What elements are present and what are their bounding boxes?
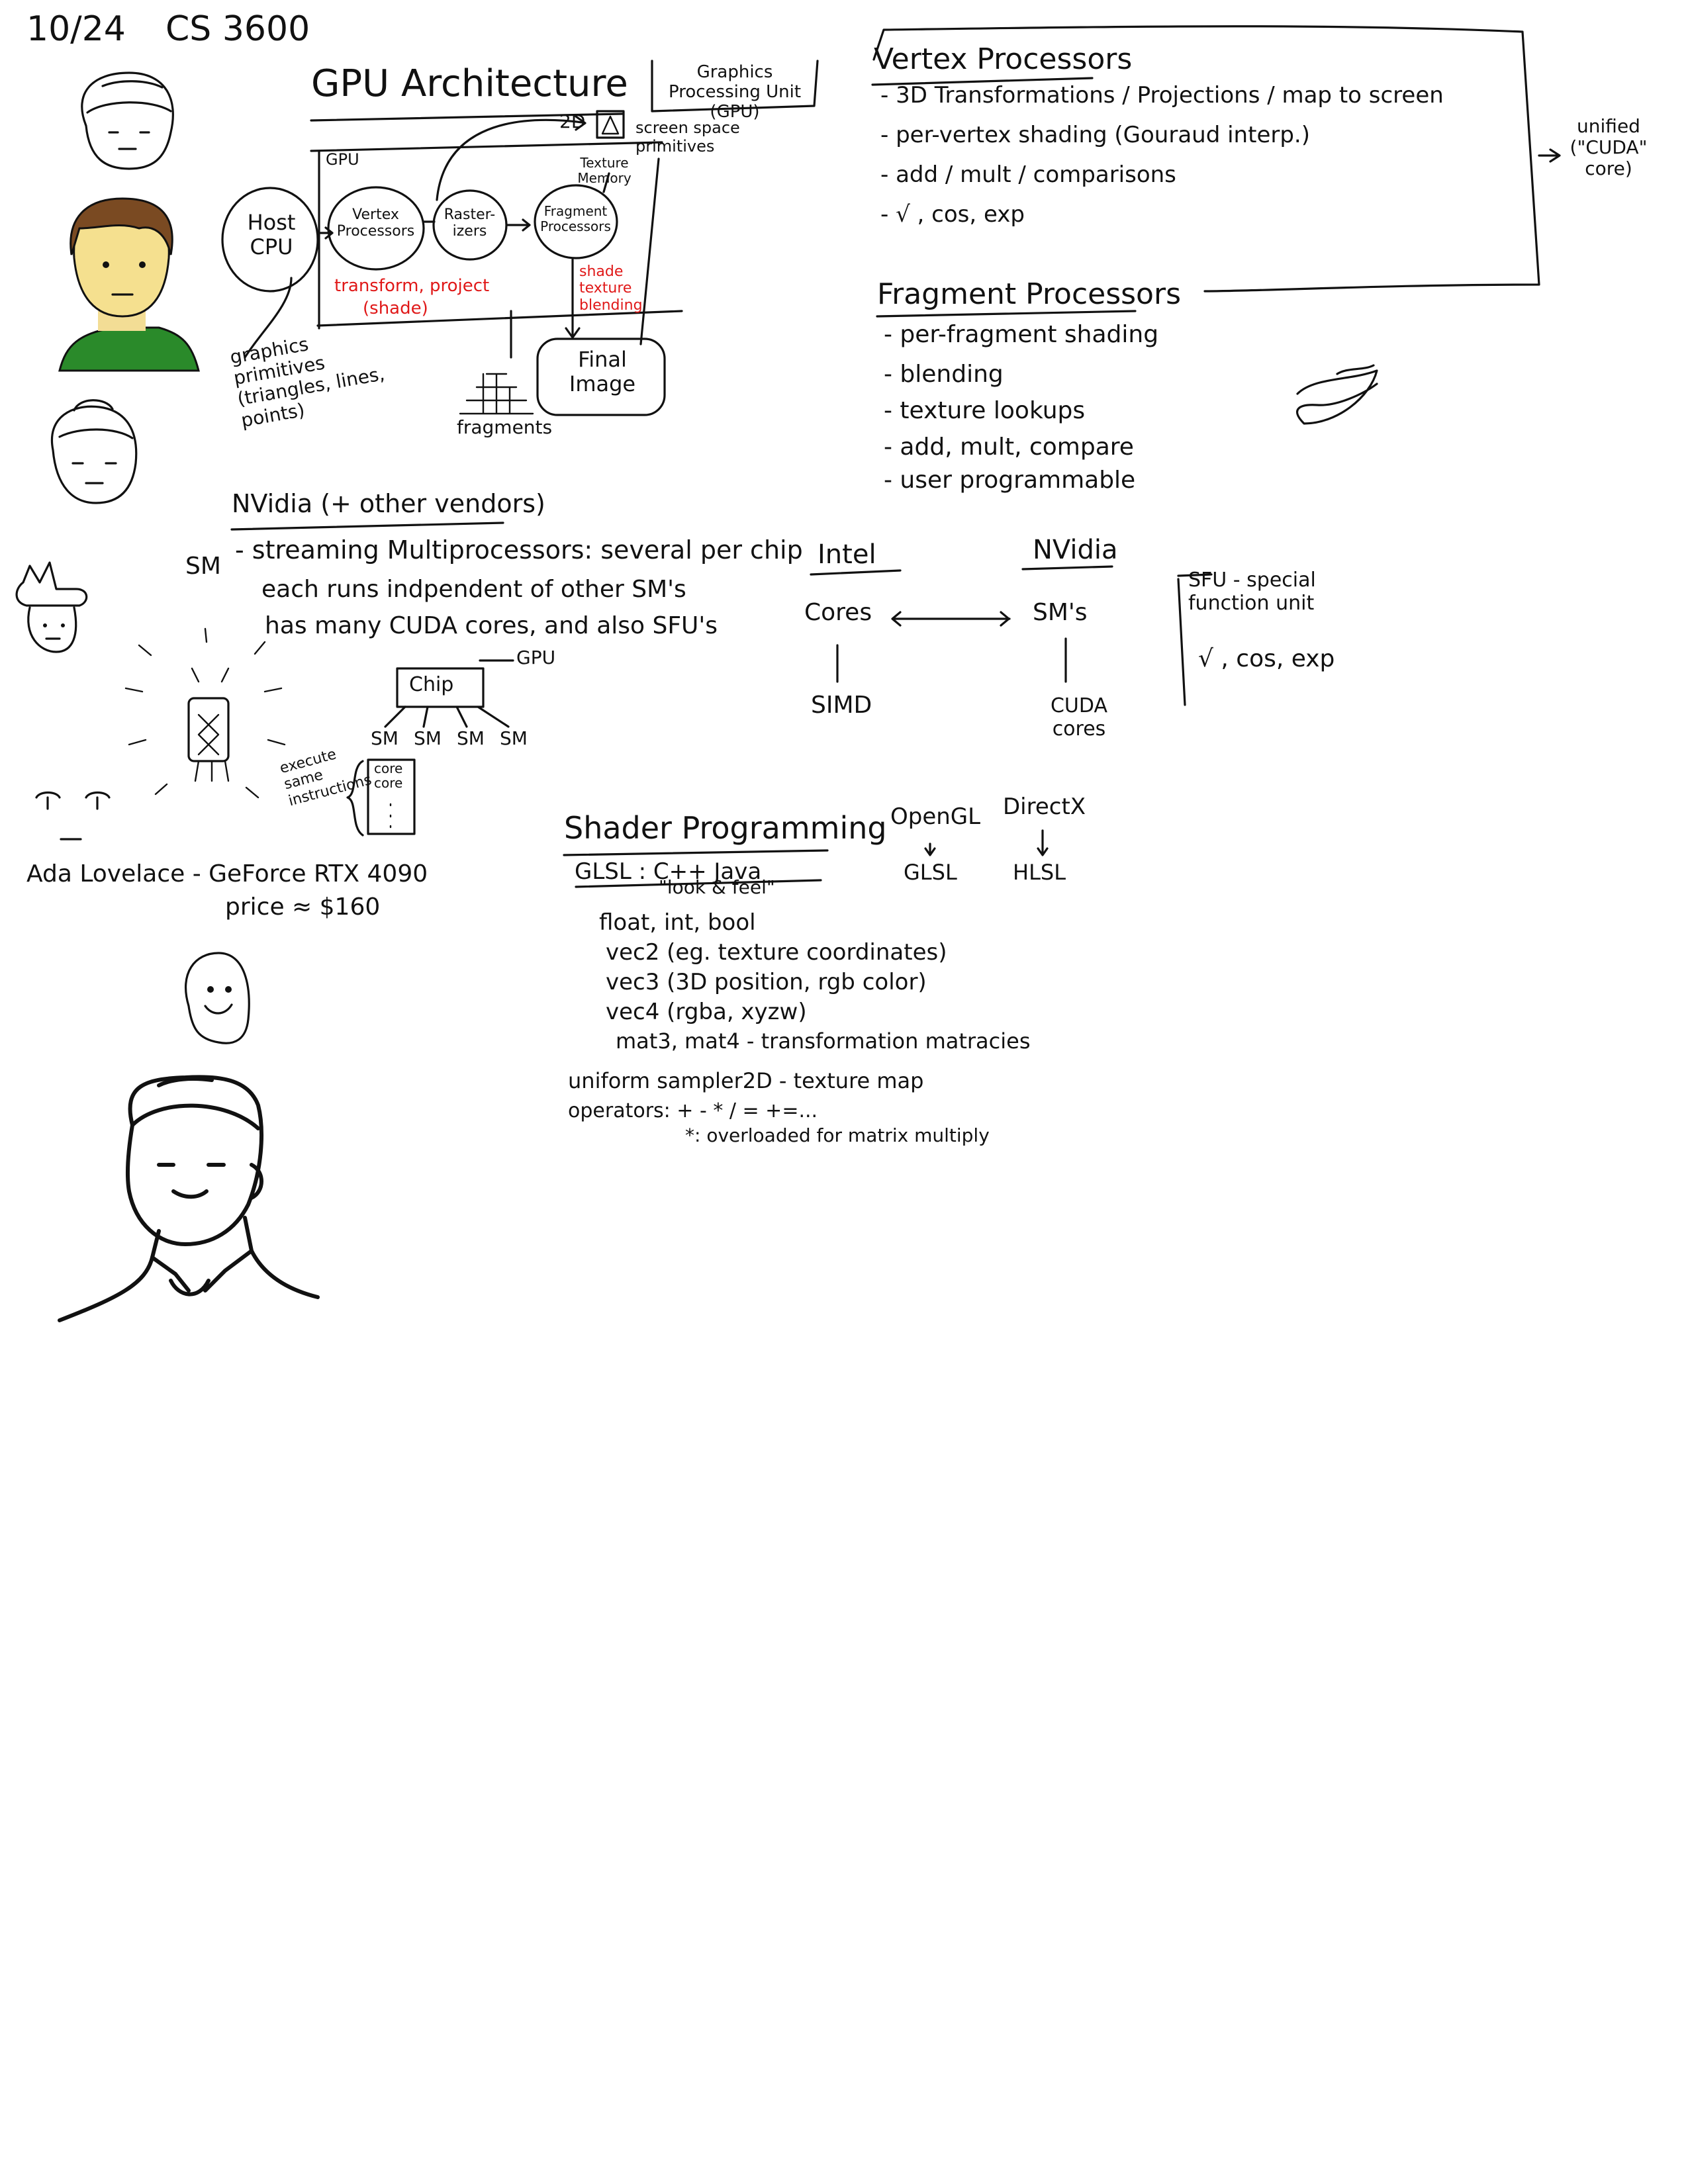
core-label-2: core <box>374 775 403 791</box>
core-column <box>367 758 416 835</box>
simd-label: SIMD <box>811 692 872 719</box>
final-arrow <box>565 258 581 339</box>
hlsl-label: HLSL <box>1013 860 1066 885</box>
course-label: CS 3600 <box>165 9 310 49</box>
fragment-processors-label: Fragment Processors <box>540 203 611 234</box>
sfu-label: SFU - special function unit <box>1188 569 1316 615</box>
vertex-circle <box>327 186 425 271</box>
uniform-line: uniform sampler2D - texture map <box>568 1068 924 1093</box>
texture-memory-label: Texture Memory <box>577 155 632 186</box>
fragment-item-2: - blending <box>884 361 1004 388</box>
vertex-processors-title: Vertex Processors <box>874 42 1133 76</box>
cores-label: Cores <box>804 599 872 626</box>
operators-line: operators: + - * / = +=... <box>568 1099 818 1122</box>
screen-space-label: screen space primitives <box>635 118 740 156</box>
cores-arrow <box>891 611 1011 627</box>
fragments-label: fragments <box>457 416 553 438</box>
screen-box <box>596 110 625 139</box>
face-doodle-1 <box>81 71 174 170</box>
price-line: price ≈ $160 <box>225 893 381 921</box>
fragment-item-3: - texture lookups <box>884 397 1086 424</box>
shade-label: (shade) <box>363 298 428 318</box>
vertex-item-2: - per-vertex shading (Gouraud interp.) <box>880 122 1310 148</box>
chip-label: Chip <box>409 673 454 696</box>
vertex-item-4: - √ , cos, exp <box>880 201 1025 228</box>
vertex-item-3: - add / mult / comparisons <box>880 161 1176 188</box>
gpu-architecture-title: GPU Architecture <box>311 62 628 105</box>
type-line-4: vec4 (rgba, xyzw) <box>606 999 807 1025</box>
screen-arrow <box>436 118 584 201</box>
nvidia-line-2: each runs indpendent of other SM's <box>261 576 686 603</box>
gpu-term-box <box>651 60 819 113</box>
fragments-pyramid <box>459 373 534 415</box>
vertex-bracket <box>872 25 1540 293</box>
sm-item-4: SM <box>500 727 528 749</box>
host-cpu-label: Host CPU <box>247 210 296 259</box>
gpu-box-top <box>310 141 663 152</box>
sms-label: SM's <box>1033 599 1088 626</box>
rasterizers-label: Raster-izers <box>444 206 496 240</box>
gpu-term-label: Graphics Processing Unit (GPU) <box>668 62 802 122</box>
nvidia-line-3: has many CUDA cores, and also SFU's <box>265 612 718 639</box>
chip-box <box>396 667 485 708</box>
glsl-line: GLSL : C++ Java <box>575 858 762 885</box>
nvidia-compare-label: NVidia <box>1033 535 1118 565</box>
fragment-item-5: - user programmable <box>884 467 1136 494</box>
tt-face <box>35 791 111 841</box>
shader-programming-title: Shader Programming <box>564 810 887 846</box>
blob-smiley <box>185 952 250 1044</box>
overloaded-line: *: overloaded for matrix multiply <box>685 1124 990 1146</box>
sm-item-3: SM <box>457 727 485 749</box>
sfu-ops-label: √ , cos, exp <box>1198 645 1335 672</box>
gpu-box-bottom <box>316 310 683 327</box>
cuda-cores-label: CUDA cores <box>1050 694 1107 741</box>
final-image-box <box>536 338 666 416</box>
transform-project-label: transform, project <box>334 276 490 296</box>
nvidia-title: NVidia (+ other vendors) <box>232 489 545 518</box>
vertex-processors-label: Vertex Processors <box>336 206 415 240</box>
ada-lovelace-line: Ada Lovelace - GeForce RTX 4090 <box>26 860 428 887</box>
sm-item-2: SM <box>414 727 442 749</box>
intel-label: Intel <box>818 539 876 570</box>
fragment-processors-title: Fragment Processors <box>877 277 1181 311</box>
type-line-1: float, int, bool <box>599 909 756 936</box>
glsl-api-label: GLSL <box>904 860 957 885</box>
large-person-doodle <box>58 1075 320 1322</box>
fragment-item-4: - add, mult, compare <box>884 433 1134 461</box>
fragment-circle <box>534 184 618 259</box>
crown-character <box>15 561 88 653</box>
swirl-doodle <box>1296 369 1378 425</box>
look-and-feel: "look & feel" <box>659 876 775 898</box>
fragment-item-1: - per-fragment shading <box>884 321 1159 348</box>
final-image-label: Final Image <box>569 347 636 396</box>
core-label-1: core <box>374 760 403 776</box>
label-2d: 2D <box>559 111 586 132</box>
host-cpu-circle <box>221 187 319 293</box>
vertex-item-1: - 3D Transformations / Projections / map… <box>880 82 1444 109</box>
type-line-5: mat3, mat4 - transformation matracies <box>616 1028 1031 1054</box>
unified-cuda-label: unified ("CUDA" core) <box>1570 115 1648 180</box>
gpu-title-underline <box>310 113 624 122</box>
nvidia-line-1: - streaming Multiprocessors: several per… <box>235 535 803 565</box>
sm-label: SM <box>185 553 221 580</box>
shade-texture-blending-label: shade texture blending <box>579 263 643 314</box>
type-line-3: vec3 (3D position, rgb color) <box>606 969 927 995</box>
sfu-bracket <box>1177 573 1213 706</box>
opengl-label: OpenGL <box>890 803 981 830</box>
flashlight-doodle <box>124 627 286 799</box>
gpu-chip-label: GPU <box>516 647 556 668</box>
face-doodle-colored <box>58 197 200 372</box>
face-doodle-3 <box>50 399 138 504</box>
directx-label: DirectX <box>1003 794 1086 820</box>
sm-item-1: SM <box>371 727 399 749</box>
type-line-2: vec2 (eg. texture coordinates) <box>606 939 947 966</box>
gpu-box-label: GPU <box>326 150 359 169</box>
date-label: 10/24 <box>26 9 126 49</box>
